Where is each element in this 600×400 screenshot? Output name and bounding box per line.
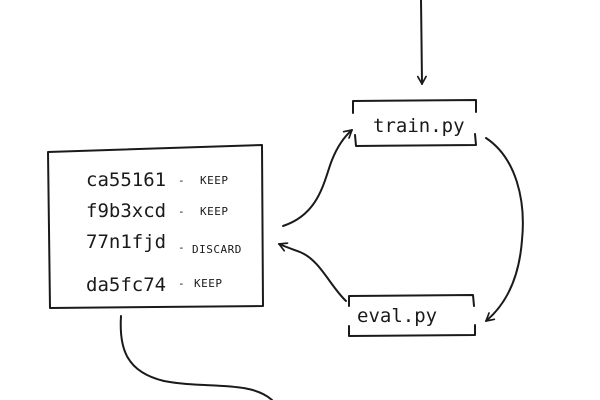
commit-hash: 77n1fjd bbox=[86, 231, 166, 253]
commit-list: ca55161 - KEEP f9b3xcd - KEEP 77n1fjd - … bbox=[86, 169, 242, 296]
eval-bracket-top bbox=[348, 294, 475, 307]
commit-status-badge: DISCARD bbox=[192, 243, 242, 256]
commit-hash: f9b3xcd bbox=[86, 200, 166, 222]
eval-bracket-bottom bbox=[348, 324, 476, 337]
commit-row: f9b3xcd - KEEP bbox=[86, 200, 229, 222]
commit-status-badge: KEEP bbox=[200, 205, 229, 218]
incoming-arrow bbox=[416, 0, 427, 85]
commit-row: 77n1fjd - DISCARD bbox=[86, 231, 242, 256]
commit-status-badge: KEEP bbox=[194, 277, 223, 290]
commit-separator: - bbox=[178, 277, 185, 290]
commit-separator: - bbox=[178, 174, 185, 187]
train-bracket-top bbox=[352, 99, 477, 114]
eval-to-log-arrow bbox=[278, 242, 347, 302]
outgoing-arrow bbox=[119, 315, 273, 400]
train-to-eval-arrow bbox=[485, 137, 524, 322]
commit-log-box bbox=[47, 144, 264, 309]
commit-separator: - bbox=[178, 241, 185, 254]
commit-hash: ca55161 bbox=[86, 169, 166, 191]
commit-separator: - bbox=[178, 205, 185, 218]
train-file-label: train.py bbox=[373, 115, 465, 137]
commit-status-badge: KEEP bbox=[200, 174, 229, 187]
eval-node: eval.py bbox=[348, 294, 476, 337]
train-bracket-bottom bbox=[354, 133, 477, 147]
commit-row: ca55161 - KEEP bbox=[86, 169, 229, 191]
eval-file-label: eval.py bbox=[357, 305, 437, 327]
train-node: train.py bbox=[352, 99, 477, 147]
commit-row: da5fc74 - KEEP bbox=[86, 274, 223, 296]
log-to-train-arrow bbox=[282, 129, 353, 227]
commit-hash: da5fc74 bbox=[86, 274, 166, 296]
